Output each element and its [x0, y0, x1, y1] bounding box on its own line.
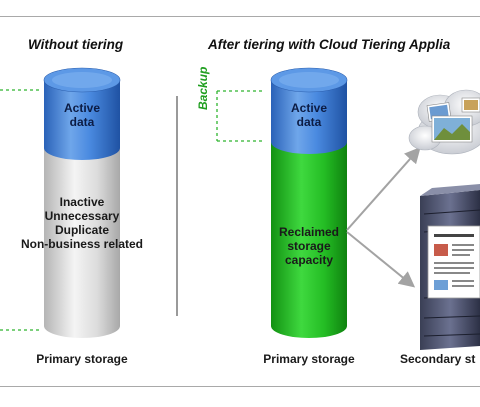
right-storage-cylinder	[270, 67, 348, 338]
right-heading: After tiering with Cloud Tiering Applia	[208, 37, 451, 52]
left-heading: Without tiering	[28, 37, 124, 52]
photo-thumbnails-icon	[426, 97, 480, 143]
left-active-data-label: Active data	[63, 101, 101, 129]
right-primary-storage-caption: Primary storage	[263, 352, 355, 366]
document-icon	[427, 225, 480, 299]
left-dashed-bracket	[0, 89, 42, 331]
left-primary-storage-caption: Primary storage	[36, 352, 128, 366]
right-active-data-label: Active data	[290, 101, 328, 129]
secondary-storage-caption: Secondary st	[400, 352, 476, 366]
tiering-arrows	[346, 147, 421, 288]
reclaimed-capacity-label: Reclaimed storage capacity	[278, 225, 340, 267]
backup-dashed-bracket	[216, 90, 262, 142]
backup-label: Backup	[196, 66, 210, 110]
section-divider	[176, 96, 178, 316]
diagram-frame	[0, 16, 480, 387]
left-inactive-data-label: Inactive Unnecessary Duplicate Non-busin…	[20, 195, 144, 251]
left-storage-cylinder	[43, 67, 121, 338]
